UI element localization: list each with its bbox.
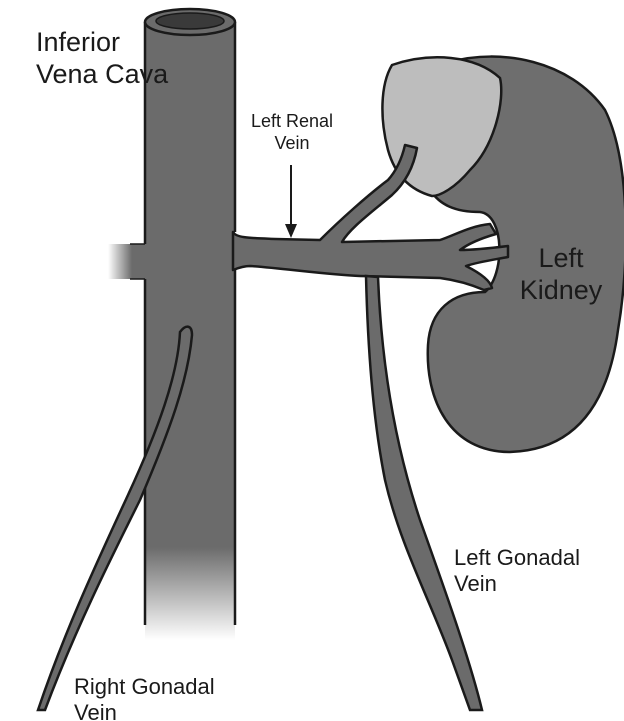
label-right-gonadal-vein-line2: Vein bbox=[74, 700, 215, 721]
label-inferior-vena-cava: Inferior Vena Cava bbox=[36, 26, 168, 90]
label-left-kidney-line1: Left bbox=[511, 242, 611, 274]
label-left-renal-vein-line2: Vein bbox=[238, 132, 346, 154]
label-ivc-line2: Vena Cava bbox=[36, 58, 168, 90]
label-left-gonadal-vein-line2: Vein bbox=[454, 571, 580, 597]
label-left-gonadal-vein: Left Gonadal Vein bbox=[454, 545, 580, 597]
label-left-renal-vein: Left Renal Vein bbox=[238, 110, 346, 154]
label-right-gonadal-vein: Right Gonadal Vein bbox=[74, 674, 215, 721]
label-left-renal-vein-line1: Left Renal bbox=[238, 110, 346, 132]
label-left-kidney: Left Kidney bbox=[511, 242, 611, 306]
label-left-kidney-line2: Kidney bbox=[511, 274, 611, 306]
label-ivc-line1: Inferior bbox=[36, 26, 168, 58]
label-left-gonadal-vein-line1: Left Gonadal bbox=[454, 545, 580, 571]
inferior-vena-cava bbox=[145, 9, 235, 640]
pointer-arrow bbox=[285, 165, 297, 238]
right-renal-stub bbox=[108, 244, 148, 279]
label-right-gonadal-vein-line1: Right Gonadal bbox=[74, 674, 215, 700]
